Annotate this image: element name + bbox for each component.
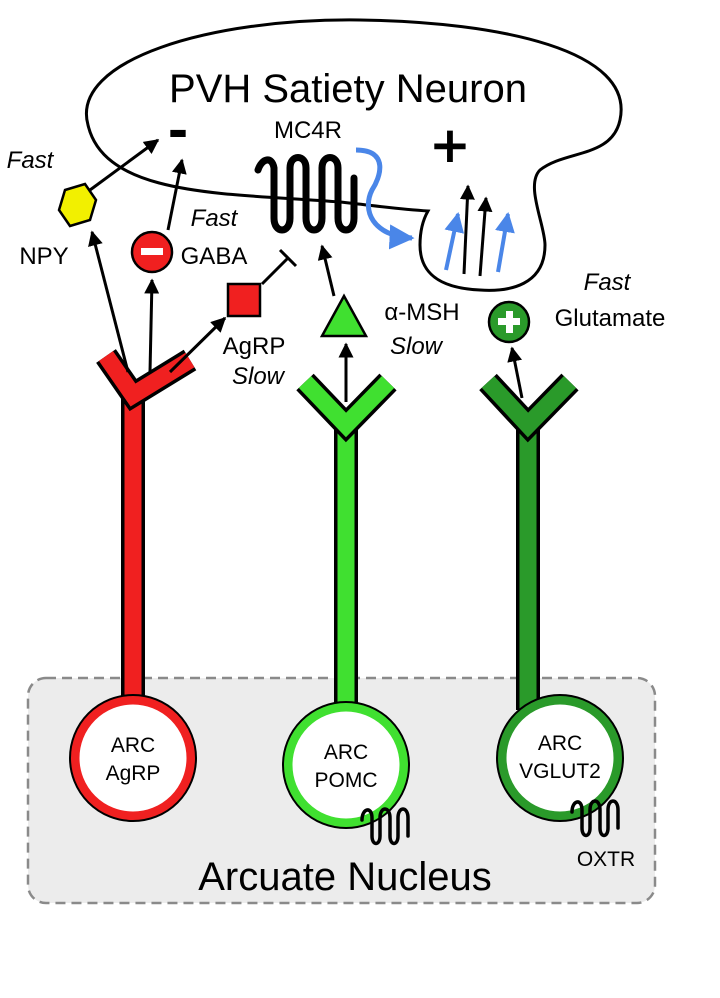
agrp-speed-label: Slow [232, 363, 286, 390]
agrp-inhibition-bar [278, 248, 298, 268]
black-vesicle-arrow-2 [477, 196, 493, 277]
glutamate-speed-label: Fast [584, 269, 632, 296]
agrp-label: AgRP [223, 333, 286, 360]
pomc-cell-line2: POMC [315, 769, 378, 792]
pvh-neuron-body [84, 18, 623, 292]
glutamate-plus-bar-v [506, 311, 513, 333]
pomc-cell-line1: ARC [324, 741, 368, 764]
pomc-cell-body [283, 702, 409, 828]
vglut-cell-outline [496, 694, 624, 822]
agrp-square-icon [226, 282, 262, 318]
gaba-speed-label: Fast [191, 205, 239, 232]
msh-speed-label: Slow [390, 333, 444, 360]
pvh-title: PVH Satiety Neuron [169, 67, 527, 111]
vglut-to-glutamate-arrow [507, 346, 524, 399]
black-vesicle-arrow-1 [459, 184, 475, 275]
agrp-cell-line1: ARC [111, 734, 155, 757]
vglut-oxtr-receptor-icon [570, 799, 620, 838]
msh-label: α-MSH [384, 299, 459, 326]
npy-speed-label: Fast [7, 147, 55, 174]
vglut-terminal-branch-fill [481, 376, 577, 438]
agrp-to-peptide-arrow [168, 316, 227, 374]
msh-to-mc4r-arrow [317, 244, 336, 297]
pomc-cell-outline [282, 701, 410, 829]
gaba-to-pvh-arrow [166, 158, 187, 231]
mc4r-label: MC4R [274, 117, 342, 144]
agrp-cell-outline [69, 694, 197, 822]
blue-vesicle-arrow-1 [444, 212, 465, 271]
blue-vesicle-arrow-2 [495, 212, 515, 273]
mc4r-receptor-icon [254, 154, 358, 234]
pomc-oxtr-receptor-icon [360, 807, 410, 846]
vglut-cell-line1: ARC [538, 732, 582, 755]
mc4r-signal-arrow [355, 147, 415, 250]
npy-hexagon-icon [57, 182, 98, 228]
vglut-cell-line2: VGLUT2 [519, 760, 601, 783]
inhibition-minus-sign: - [168, 102, 189, 160]
agrp-cell-line2: AgRP [106, 762, 161, 785]
pomc-terminal-branch-fill [298, 376, 395, 438]
agrp-inhibition-line [260, 256, 290, 286]
npy-label: NPY [19, 243, 68, 270]
glutamate-label: Glutamate [555, 305, 666, 332]
gaba-label: GABA [181, 243, 248, 270]
agrp-to-npy-arrow [88, 230, 130, 373]
oxtr-label: OXTR [577, 848, 635, 871]
npy-to-pvh-arrow [89, 138, 160, 192]
agrp-cell-body [70, 695, 196, 821]
arcuate-nucleus-label: Arcuate Nucleus [198, 855, 491, 899]
excitation-plus-sign: + [429, 116, 471, 174]
msh-triangle-icon [319, 293, 369, 338]
vglut-cell-body [497, 695, 623, 821]
gaba-minus-bar [141, 248, 163, 255]
agrp-to-gaba-arrow [144, 278, 160, 373]
